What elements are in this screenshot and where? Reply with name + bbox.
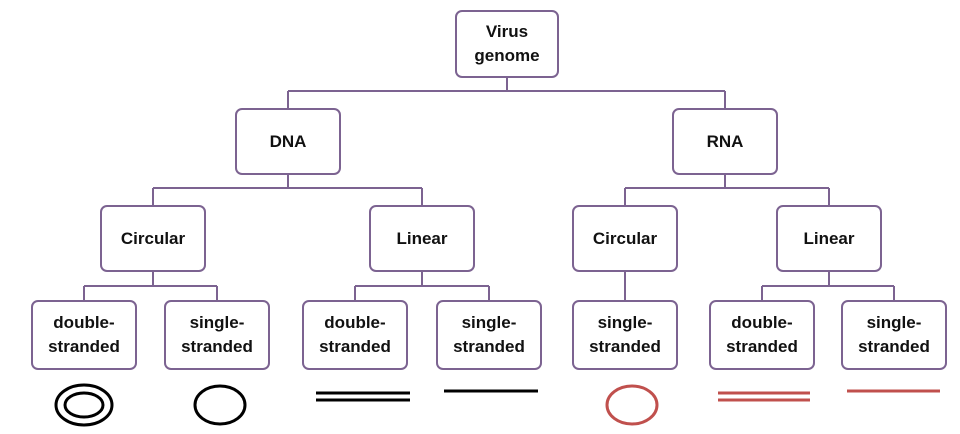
dna-double-circle-inner-icon (63, 391, 105, 419)
connector-root-to-dna-rna (287, 78, 726, 108)
node-rna-linear: Linear (776, 205, 882, 272)
node-rna-circular-single-stranded: single- stranded (572, 300, 678, 370)
connector-rna-linear-to-leaves (761, 272, 895, 300)
node-rna: RNA (672, 108, 778, 175)
connector-dna-to-children (152, 175, 423, 205)
node-virus-genome: Virus genome (455, 10, 559, 78)
node-dna-circular: Circular (100, 205, 206, 272)
node-dna: DNA (235, 108, 341, 175)
node-rna-circular: Circular (572, 205, 678, 272)
node-rna-linear-double-stranded: double- stranded (709, 300, 815, 370)
node-dna-circular-single-stranded: single- stranded (164, 300, 270, 370)
node-dna-linear-double-stranded: double- stranded (302, 300, 408, 370)
connector-rna-to-children (624, 175, 830, 205)
rna-single-circle-icon (605, 384, 659, 426)
node-dna-circular-double-stranded: double- stranded (31, 300, 137, 370)
connector-dna-circular-to-leaves (83, 272, 218, 300)
dna-single-circle-icon (193, 384, 247, 426)
node-dna-linear: Linear (369, 205, 475, 272)
node-dna-linear-single-stranded: single- stranded (436, 300, 542, 370)
node-rna-linear-single-stranded: single- stranded (841, 300, 947, 370)
connectors (83, 78, 895, 300)
connector-dna-linear-to-leaves (354, 272, 490, 300)
genome-shape-symbols (54, 383, 940, 427)
dna-double-circle-outer-icon (54, 383, 114, 427)
